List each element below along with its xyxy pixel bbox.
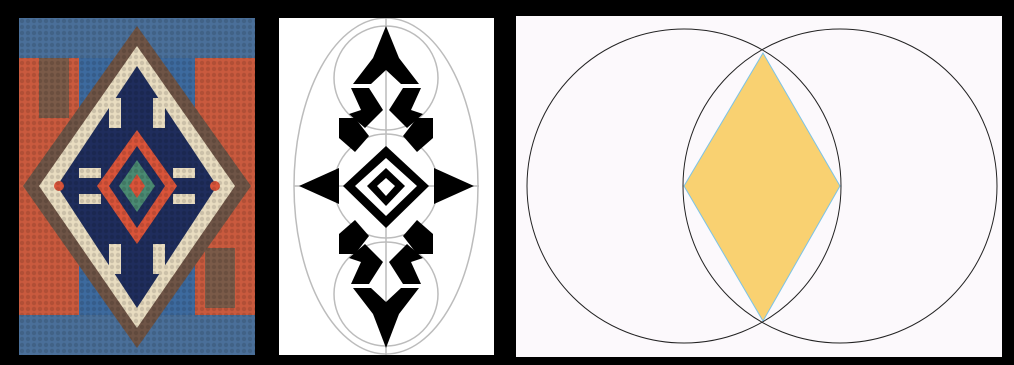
rug-image [19, 18, 255, 355]
rug-photo-panel [19, 18, 255, 355]
geometry-panel [516, 16, 1002, 357]
geometry-diagram [516, 16, 1002, 357]
motif-drawing [279, 18, 494, 355]
rhombus [684, 53, 840, 321]
motif-drawing-panel [279, 18, 494, 355]
